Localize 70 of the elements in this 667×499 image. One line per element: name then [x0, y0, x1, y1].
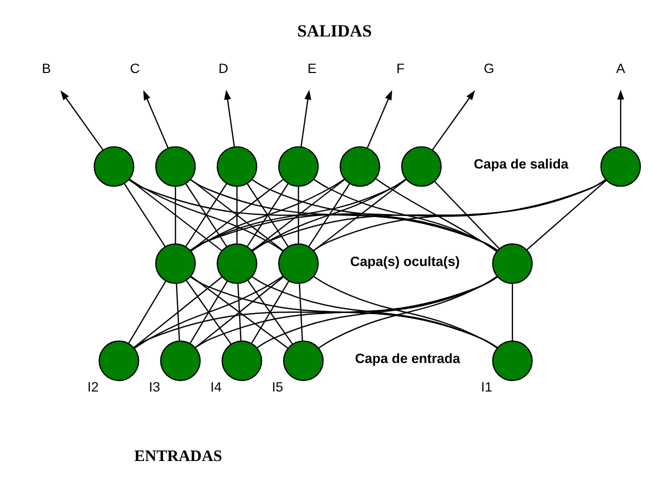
- arrow: [617, 90, 624, 147]
- connector: [526, 180, 607, 250]
- node-text: C: [130, 60, 140, 76]
- connector: [434, 180, 500, 250]
- connector: [190, 178, 407, 252]
- connector: [128, 280, 166, 344]
- connector: [313, 178, 498, 252]
- node-circle: [492, 340, 533, 382]
- node-text: G: [484, 60, 494, 76]
- connector: [252, 178, 498, 252]
- connector: [134, 276, 284, 349]
- node-circle: [222, 340, 262, 382]
- node-circle: [155, 243, 196, 284]
- connector: [176, 284, 180, 341]
- node-circle: [283, 340, 324, 382]
- node-text: F: [396, 60, 405, 76]
- arrow: [366, 90, 392, 148]
- label: Capa(s) oculta(s): [350, 254, 460, 269]
- connector: [174, 186, 176, 244]
- connector: [252, 178, 346, 252]
- connector: [124, 183, 166, 248]
- arrow: [224, 90, 235, 147]
- node-text: A: [616, 60, 626, 76]
- node-circle: [94, 146, 134, 187]
- node-circle: [216, 243, 258, 284]
- label: Capa de salida: [474, 156, 568, 172]
- connector: [298, 284, 304, 341]
- node-circle: [155, 146, 196, 187]
- connector: [133, 276, 498, 348]
- connector: [185, 183, 228, 248]
- arrow: [143, 90, 169, 148]
- connector: [298, 186, 300, 244]
- diagram-title: SALIDAS: [297, 21, 372, 40]
- connector: [252, 178, 406, 252]
- node-circle: [216, 146, 258, 187]
- node-text: D: [218, 60, 228, 76]
- node-circle: [278, 243, 319, 284]
- node-label: I1: [480, 379, 492, 394]
- node-text: B: [42, 60, 51, 76]
- node-label: I2: [87, 379, 99, 394]
- connector: [308, 183, 350, 248]
- connector: [313, 178, 407, 252]
- arrow: [432, 90, 476, 150]
- connector: [375, 178, 497, 252]
- node-label: I5: [272, 379, 284, 394]
- connector: [313, 179, 606, 252]
- node-circle: [340, 146, 380, 187]
- connector: [128, 179, 498, 251]
- node-circle: [401, 146, 442, 187]
- node-circle: [492, 243, 533, 284]
- node-circle: [98, 340, 140, 382]
- connector: [246, 183, 289, 248]
- connector: [236, 186, 238, 244]
- node-label: I3: [148, 379, 160, 394]
- connector: [190, 178, 346, 252]
- connector: [133, 276, 223, 348]
- node-label: I4: [210, 379, 222, 394]
- connector: [512, 284, 514, 341]
- label: Capa de entrada: [355, 351, 460, 366]
- connector: [190, 178, 284, 252]
- connector: [237, 284, 242, 341]
- caption: ENTRADAS: [134, 448, 222, 465]
- node-circle: [160, 340, 201, 382]
- node-circle: [278, 146, 319, 187]
- connector: [190, 179, 498, 251]
- arrow: [300, 90, 312, 147]
- node-circle: [600, 146, 641, 187]
- arrow: [60, 90, 104, 150]
- node-text: E: [307, 60, 316, 76]
- connector: [128, 178, 284, 252]
